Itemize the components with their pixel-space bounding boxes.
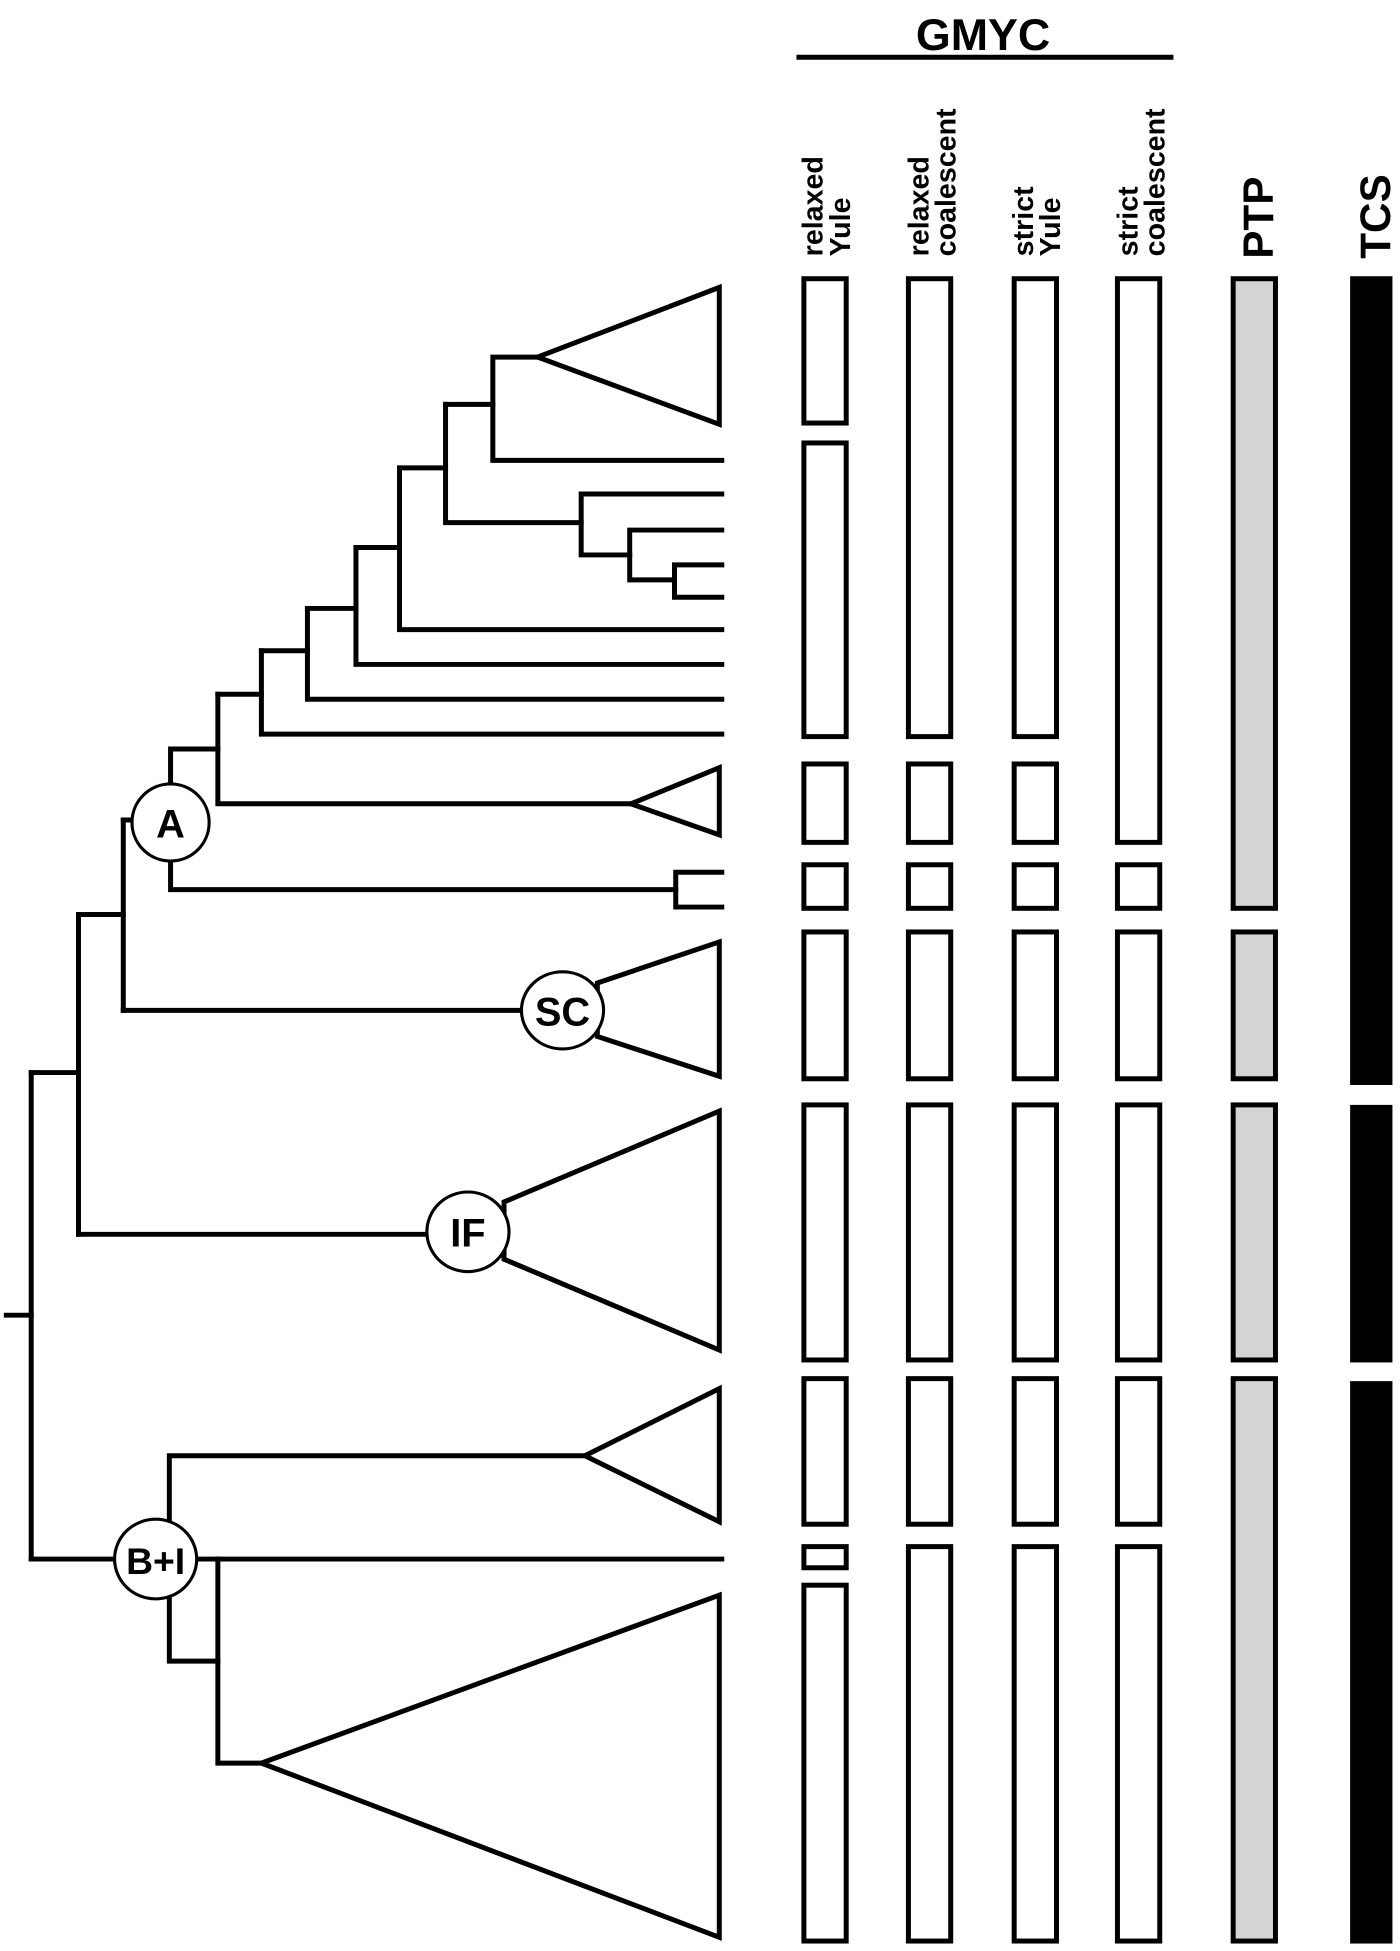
tree-branch [443, 401, 584, 526]
delimitation-columns [801, 276, 1393, 1944]
species-box-relaxed-yule [801, 1544, 849, 1571]
tree-branch [215, 691, 634, 807]
tree-branch [258, 648, 725, 737]
species-box-strict-yule [1011, 276, 1059, 740]
node-b-i-label: B+I [126, 1540, 185, 1582]
col-relaxed-coalescent-label-1: relaxed [903, 156, 935, 256]
species-box-strict-coalescent [1114, 1102, 1163, 1363]
col-strict-yule-label-2: Yule [1035, 197, 1067, 256]
species-box-strict-yule [1011, 1544, 1059, 1944]
tree-branch [168, 858, 679, 893]
col-tcs-label: TCS [1352, 174, 1399, 259]
species-box-ptp [1230, 1102, 1278, 1363]
tree-branch [215, 1556, 264, 1766]
species-box-tcs [1350, 1104, 1393, 1363]
species-box-ptp [1230, 276, 1278, 911]
species-box-ptp [1230, 929, 1278, 1082]
species-box-relaxed-coalescent [905, 1102, 954, 1363]
species-box-relaxed-yule [801, 440, 849, 740]
species-box-strict-yule [1011, 761, 1059, 845]
collapsed-clade-triangle [623, 764, 722, 839]
tree-branch [166, 1453, 588, 1523]
species-box-tcs [1350, 1381, 1393, 1944]
species-box-tcs [1350, 276, 1393, 1085]
collapsed-clade-triangle [501, 1107, 722, 1354]
node-sc: SC [519, 970, 606, 1051]
node-b-i: B+I [113, 1517, 199, 1601]
species-box-relaxed-coalescent [905, 862, 954, 911]
tree-branch [397, 465, 725, 633]
tree-branch [490, 354, 725, 463]
species-box-strict-yule [1011, 929, 1059, 1082]
species-box-relaxed-yule [801, 276, 849, 426]
node-if-label: IF [450, 1212, 485, 1256]
species-box-relaxed-yule [801, 1102, 849, 1363]
species-box-relaxed-coalescent [905, 929, 954, 1082]
species-box-relaxed-coalescent [905, 276, 954, 740]
species-box-relaxed-coalescent [905, 761, 954, 845]
species-box-relaxed-yule [801, 929, 849, 1082]
tree-branch [166, 1595, 221, 1664]
species-box-relaxed-yule [801, 862, 849, 911]
col-ptp-label: PTP [1235, 177, 1282, 259]
species-box-ptp [1230, 1376, 1278, 1944]
species-box-strict-coalescent [1114, 1544, 1163, 1944]
collapsed-clade-triangle [530, 283, 722, 428]
col-relaxed-yule-label-2: Yule [825, 197, 857, 256]
tree-branch [304, 605, 725, 702]
species-box-relaxed-yule [801, 1376, 849, 1527]
phylogenetic-tree [3, 283, 725, 1941]
tree-branch [578, 491, 725, 558]
collapsed-clade-triangle [579, 1384, 722, 1526]
node-a: A [130, 782, 211, 863]
species-box-relaxed-yule [801, 1582, 849, 1944]
tree-branch [672, 562, 725, 600]
col-relaxed-coalescent-label-2: coalescent [931, 108, 963, 256]
tree-branch [627, 527, 725, 583]
species-box-strict-coalescent [1114, 1376, 1163, 1527]
species-box-relaxed-yule [801, 761, 849, 845]
node-a-label: A [156, 802, 185, 846]
col-strict-coalescent-label-1: strict [1112, 186, 1144, 256]
tree-branch [353, 544, 725, 667]
col-strict-yule-label-1: strict [1008, 186, 1040, 256]
species-box-relaxed-coalescent [905, 1544, 954, 1944]
col-strict-coalescent-label-2: coalescent [1140, 108, 1172, 256]
species-box-strict-yule [1011, 1102, 1059, 1363]
species-box-strict-coalescent [1114, 929, 1163, 1082]
tree-branch [673, 869, 725, 910]
tree-branch [168, 746, 221, 787]
species-box-strict-coalescent [1114, 862, 1163, 911]
species-box-strict-coalescent [1114, 276, 1163, 845]
species-box-relaxed-coalescent [905, 1376, 954, 1527]
node-sc-label: SC [535, 990, 590, 1034]
node-if: IF [425, 1190, 511, 1274]
col-relaxed-yule-label-1: relaxed [798, 156, 830, 256]
species-box-strict-yule [1011, 862, 1059, 911]
gmyc-title: GMYC [916, 10, 1050, 60]
collapsed-clade-triangle [254, 1591, 722, 1941]
collapsed-clade-triangle [594, 938, 722, 1080]
species-box-strict-yule [1011, 1376, 1059, 1527]
